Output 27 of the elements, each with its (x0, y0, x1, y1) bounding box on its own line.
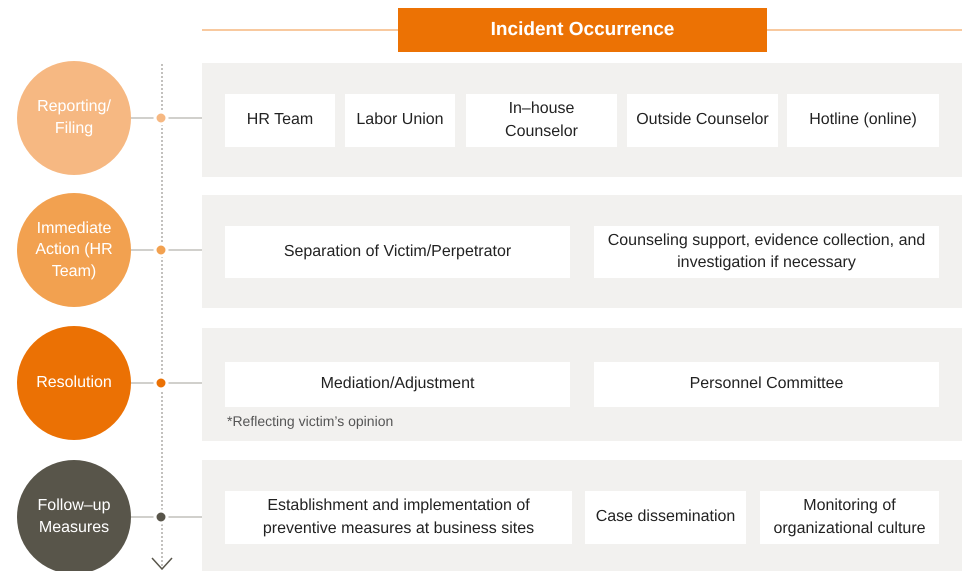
footnote: *Reflecting victim’s opinion (227, 413, 394, 429)
node-label: Personnel Committee (690, 374, 844, 394)
step-panel (202, 328, 962, 441)
step-panel (202, 195, 962, 308)
connector-line (131, 382, 202, 384)
node-label: Separation of Victim/Perpetrator (284, 242, 512, 262)
node-label: Reporting/ Filing (36, 97, 112, 139)
node-label: Monitoring of organizational culture (772, 496, 927, 538)
node-label: Immediate Action (HR Team) (34, 218, 114, 282)
node-label: Labor Union (356, 110, 444, 130)
node-label: Outside Counselor (636, 110, 769, 130)
step-panel (202, 460, 962, 571)
node-label: Resolution (36, 373, 112, 394)
node-label: Incident Occurrence (490, 19, 674, 41)
connector-line (131, 516, 202, 518)
node-label: In–house Counselor (504, 99, 579, 142)
node-label: HR Team (246, 110, 314, 130)
node-label: Mediation/Adjustment (320, 374, 474, 394)
step-panel (202, 63, 962, 177)
node-label: Follow–up Measures (36, 496, 112, 538)
node-label: Establishment and implementation of preventive measures at business sites (262, 496, 536, 538)
node-label: Hotline (online) (809, 110, 917, 130)
node-label: Case dissemination (596, 507, 736, 528)
start-banner (398, 8, 767, 52)
connector-line (131, 249, 202, 251)
connector-line (131, 117, 202, 119)
node-label: Counseling support, evidence collection, and investigation if necessary (606, 230, 926, 273)
